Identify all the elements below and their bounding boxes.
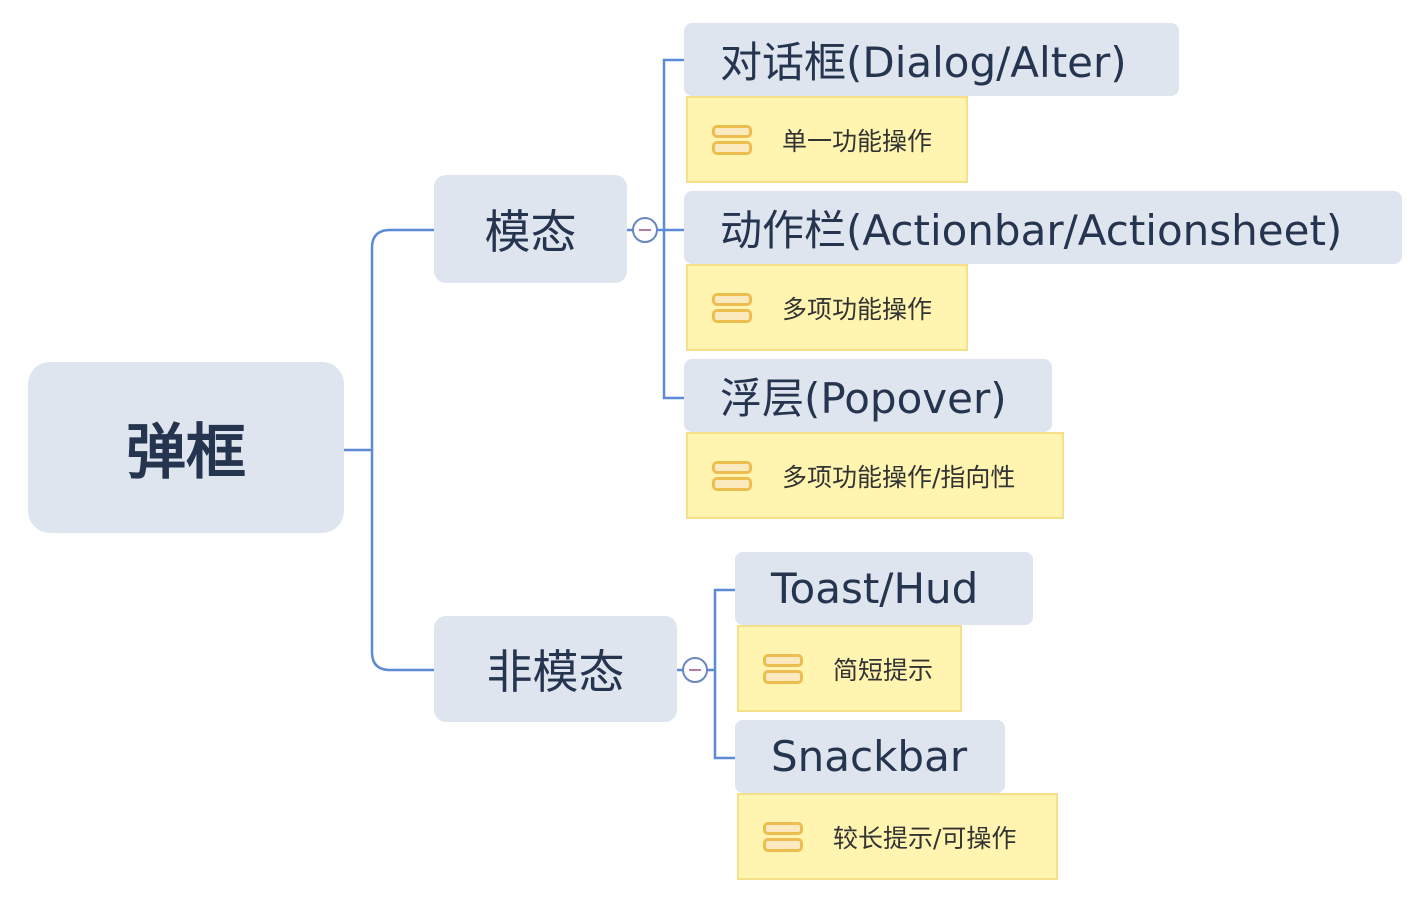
note-icon (763, 653, 803, 684)
note-popover: 多项功能操作/指向性 (686, 432, 1064, 519)
branch-nonmodal[interactable]: 非模态 (434, 616, 677, 722)
note-icon (763, 821, 803, 852)
note-snackbar: 较长提示/可操作 (737, 793, 1058, 880)
topic-actionbar[interactable]: 动作栏(Actionbar/Actionsheet) (684, 191, 1402, 264)
topic-dialog[interactable]: 对话框(Dialog/Alter) (684, 23, 1179, 96)
collapse-toggle-modal[interactable] (632, 217, 658, 243)
note-text: 较长提示/可操作 (833, 823, 1017, 853)
note-text: 多项功能操作/指向性 (782, 462, 1016, 492)
root-node[interactable]: 弹框 (28, 362, 344, 533)
note-toast: 简短提示 (737, 625, 962, 712)
topic-popover[interactable]: 浮层(Popover) (684, 359, 1052, 432)
note-icon (712, 292, 752, 323)
note-text: 单一功能操作 (782, 126, 933, 156)
note-actionbar: 多项功能操作 (686, 264, 968, 351)
note-dialog: 单一功能操作 (686, 96, 968, 183)
note-icon (712, 460, 752, 491)
topic-snackbar[interactable]: Snackbar (735, 720, 1005, 793)
topic-toast[interactable]: Toast/Hud (735, 552, 1033, 625)
note-icon (712, 124, 752, 155)
branch-modal[interactable]: 模态 (434, 175, 627, 283)
note-text: 多项功能操作 (782, 294, 933, 324)
note-text: 简短提示 (833, 655, 934, 685)
collapse-toggle-nonmodal[interactable] (682, 657, 708, 683)
